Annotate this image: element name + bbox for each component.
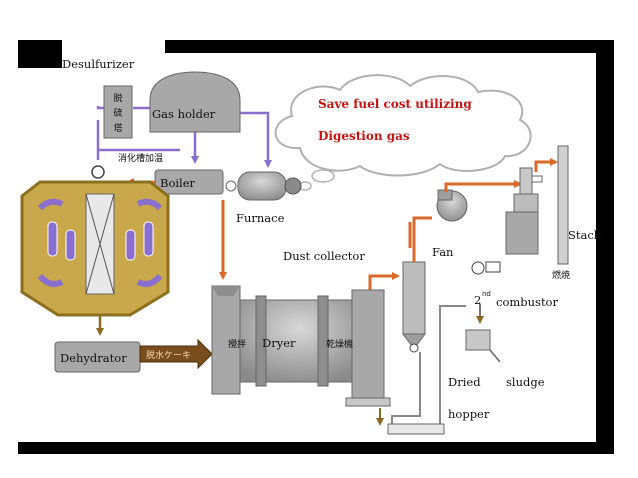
dried-sludge-hopper [465, 329, 501, 363]
dehydrator: Dehydrator [54, 341, 141, 373]
desulfurizer: 脱 硫 塔 [103, 85, 133, 139]
second-combustor-label: 2 nd combustor [474, 290, 558, 309]
combustor-num: 2 [474, 293, 481, 307]
frame [18, 40, 614, 454]
small-fan [471, 261, 501, 275]
fuel-cost-cloud: Save fuel cost utilizing Digestion gas [274, 74, 532, 191]
stack-chars-label: 燃焼 [552, 269, 570, 281]
dust-collector [402, 261, 426, 353]
collector-to-fan-pipe [412, 216, 432, 262]
combustor-to-stack-pipe [534, 158, 558, 172]
cake-label: 脱水ケーキ [146, 349, 191, 361]
sludge-conveyor-base [387, 423, 445, 435]
dryer: 攪拌 Dryer 乾燥機 [211, 285, 391, 407]
fan [436, 189, 468, 222]
dust-collector-label: Dust collector [283, 249, 365, 263]
dried-label: Dried [448, 375, 481, 389]
boiler: Boiler [154, 169, 224, 195]
dryer-label: Dryer [262, 336, 296, 350]
digester-tank [20, 165, 170, 317]
combustor-column [505, 167, 543, 255]
hopper-label: hopper [448, 407, 490, 421]
sludge-label: sludge [506, 375, 545, 389]
combustor-sup: nd [482, 290, 491, 298]
fan-label: Fan [432, 245, 454, 259]
dryer-to-collector-pipe [368, 272, 400, 290]
desulfurizer-char-1: 脱 [113, 92, 122, 104]
dryer-left-label: 攪拌 [228, 338, 246, 350]
fan-to-stack-pipe [444, 180, 522, 192]
desulfurizer-char-3: 塔 [113, 122, 122, 134]
combustor-label: combustor [496, 295, 558, 309]
dryer-right-label: 乾燥機 [326, 338, 353, 350]
digestion-heating-label: 消化槽加温 [118, 152, 163, 164]
gas-holder: Gas holder [149, 71, 241, 133]
gas-holder-label: Gas holder [152, 107, 216, 121]
cloud-line-1: Save fuel cost utilizing [318, 97, 472, 111]
stack-label: Stack [568, 228, 602, 242]
stack [557, 145, 569, 265]
cloud-line-2: Digestion gas [318, 129, 410, 143]
dehydrator-label: Dehydrator [60, 351, 127, 365]
furnace [225, 171, 302, 201]
boiler-label: Boiler [160, 176, 196, 190]
desulfurizer-label: Desulfurizer [62, 57, 135, 71]
cake-conveyor: 脱水ケーキ [139, 338, 213, 370]
furnace-label: Furnace [236, 211, 285, 225]
desulfurizer-char-2: 硫 [113, 107, 122, 119]
